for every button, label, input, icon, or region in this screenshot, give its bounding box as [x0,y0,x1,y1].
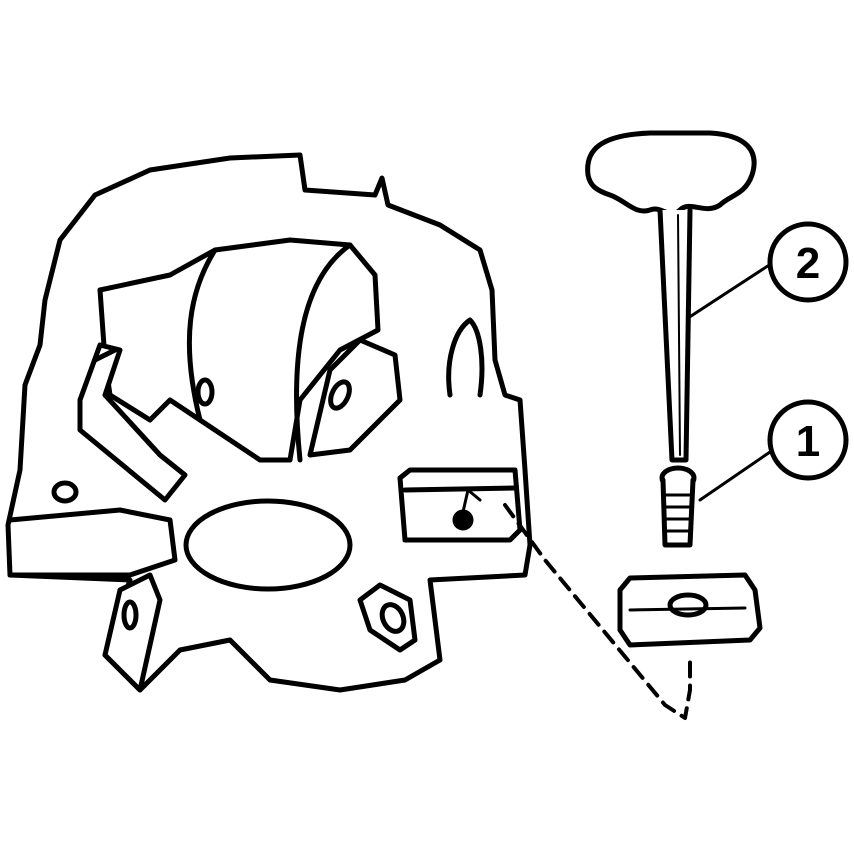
insert-seat-bottom-left [102,572,163,693]
callout-2-label: 2 [796,239,820,288]
chip-pocket [97,237,381,463]
t-handle-key [585,130,757,216]
callout-1-label: 1 [796,417,820,466]
screw [659,465,697,548]
assembly-path-line [503,503,692,720]
callout-1-circle [767,399,849,481]
insert-seat-right [307,337,403,458]
insert-seat-left [77,342,188,503]
center-bore [183,498,353,592]
callout-2-circle [767,221,849,303]
